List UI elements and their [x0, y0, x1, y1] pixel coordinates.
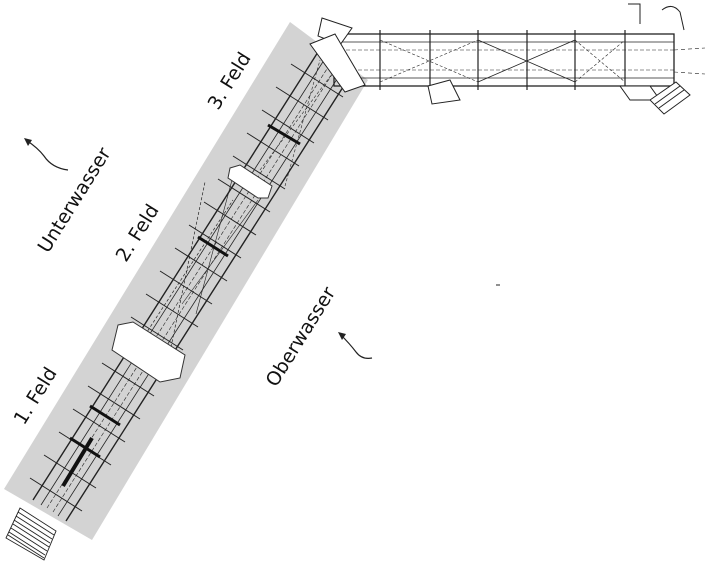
right-abutment — [619, 3, 691, 115]
span1-main-member — [61, 436, 94, 488]
flow-arrowhead-oberwasser — [338, 332, 346, 340]
stairs-lower-left — [5, 507, 57, 561]
highlight-band — [4, 22, 368, 540]
label-oberwasser: Oberwasser — [262, 283, 341, 391]
horizontal-bridge — [333, 30, 706, 90]
corner-abutment — [309, 17, 461, 105]
flow-arrowhead-unterwasser — [24, 138, 32, 146]
mid-pier — [227, 164, 273, 199]
label-unterwasser: Unterwasser — [34, 144, 116, 257]
flow-arrow-oberwasser — [339, 333, 373, 359]
flow-arrow-unterwasser — [25, 139, 69, 171]
lower-pier — [111, 321, 186, 383]
